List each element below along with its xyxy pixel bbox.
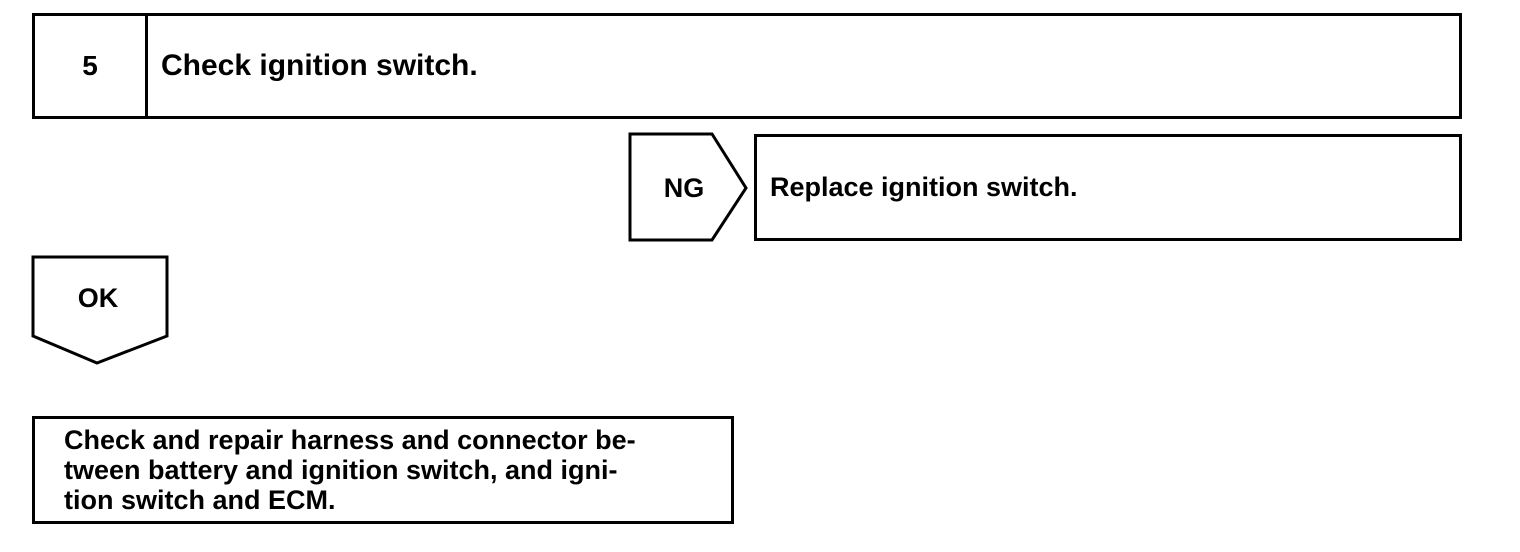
ok-arrow-shape: [31, 255, 169, 365]
step-number: 5: [35, 16, 148, 116]
ng-action-text: Replace ignition switch.: [770, 172, 1078, 202]
ok-label: OK: [78, 283, 119, 313]
step-header-box: 5 Check ignition switch.: [32, 13, 1462, 119]
ok-action-line: tion switch and ECM.: [64, 485, 336, 515]
ng-action-box: Replace ignition switch.: [754, 134, 1462, 241]
step-title: Check ignition switch.: [161, 49, 478, 82]
ng-label: NG: [664, 173, 705, 203]
ng-arrow-shape: [628, 132, 748, 242]
ok-action-line: tween battery and ignition switch, and i…: [64, 455, 618, 485]
ok-action-box: Check and repair harness and connector b…: [32, 416, 734, 524]
ok-action-line: Check and repair harness and connector b…: [64, 425, 636, 455]
ok-action-text: Check and repair harness and connector b…: [64, 425, 714, 515]
